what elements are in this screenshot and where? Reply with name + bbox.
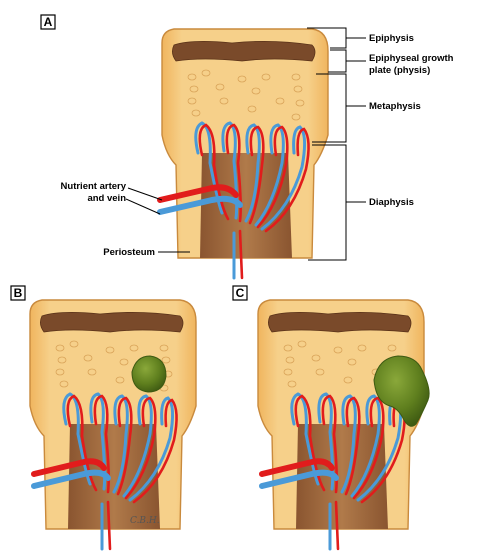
label-diaphysis: Diaphysis: [369, 197, 414, 208]
artist-signature: C.B.H.: [130, 516, 160, 526]
label-nutrient-2: and vein: [87, 193, 126, 204]
label-epiphysis: Epiphysis: [369, 33, 414, 44]
label-periosteum: Periosteum: [103, 247, 155, 258]
nutrient-vessels-b: [31, 458, 111, 489]
label-physis-2: plate (physis): [369, 65, 430, 76]
panel-a: A Epiphysis Epiphyseal growth plate (phy…: [40, 14, 454, 280]
panel-a-letter: A: [44, 15, 53, 29]
bone-b: [28, 298, 198, 551]
panel-c-letter: C: [236, 286, 245, 300]
label-physis-1: Epiphyseal growth: [369, 53, 454, 64]
panel-b-badge: [10, 285, 26, 301]
label-nutrient-1: Nutrient artery: [61, 181, 127, 192]
panel-c: C: [232, 285, 430, 551]
tumor-large: [373, 355, 430, 427]
bone-a: [160, 27, 330, 280]
region-brackets: [125, 27, 366, 261]
tumor-small: [131, 355, 167, 393]
panel-b-letter: B: [14, 286, 23, 300]
label-metaphysis: Metaphysis: [369, 101, 421, 112]
panel-b: B C.B.H.: [10, 285, 198, 551]
panel-a-badge: [40, 14, 56, 30]
panel-c-badge: [232, 285, 248, 301]
bone-c: [256, 298, 426, 551]
nutrient-vessels-a: [157, 184, 243, 215]
nutrient-vessels-c: [259, 458, 339, 489]
